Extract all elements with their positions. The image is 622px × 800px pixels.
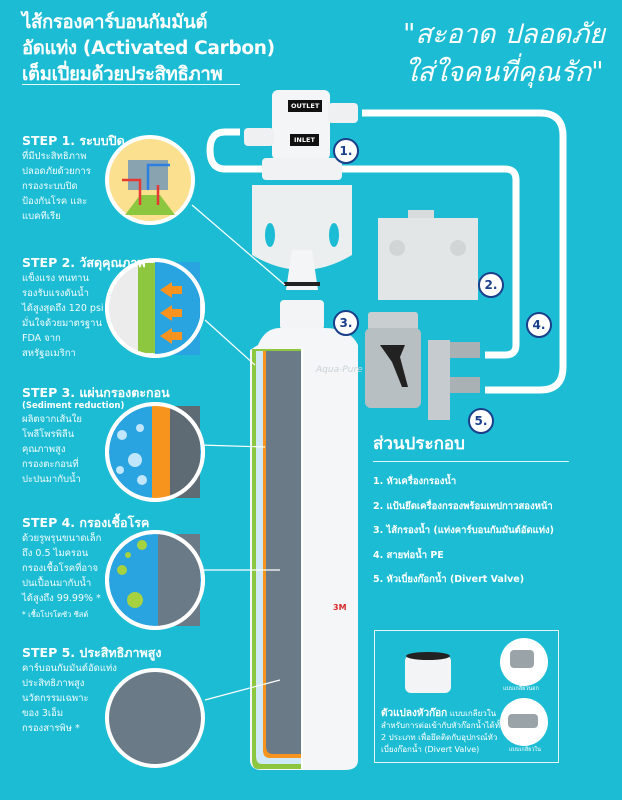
step-heading: STEP 2. วัสดุคุณภาพ <box>22 255 146 270</box>
inlet-label: INLET <box>290 134 319 146</box>
step-body: คาร์บอนกัมมันต์อัดแท่งประสิทธิภาพสูงนวัต… <box>22 663 117 734</box>
step4-germ-diagram <box>105 530 205 630</box>
badge-3: 3. <box>333 310 359 336</box>
parts-item: 1. หัวเครื่องกรองน้ำ <box>373 476 457 487</box>
title-line: ไส้กรองคาร์บอนกัมมันต์ <box>22 12 208 33</box>
badge-1: 1. <box>333 138 359 164</box>
step3-sediment-diagram <box>105 402 205 502</box>
step-subheading: (Sediment reduction) <box>22 401 125 411</box>
mounting-plate <box>378 210 478 300</box>
step5-carbon-diagram <box>105 668 205 768</box>
pointer-lines <box>191 204 286 701</box>
badge-4: 4. <box>526 312 552 338</box>
brand-label: Aqua-Pure <box>315 365 363 375</box>
title-line: อัดแท่ง (Activated Carbon) <box>22 38 275 59</box>
step-body: ผลิตจากเส้นใยโพลีโพรพิลีนคุณภาพสูงกรองตะ… <box>22 414 82 485</box>
pe-tubing <box>206 109 567 394</box>
step-4: STEP 4. กรองเชื้อโรค ด้วยรูพรุนขนาดเล็กถ… <box>22 515 152 621</box>
outlet-label: OUTLET <box>288 100 323 112</box>
adapter-images <box>405 638 548 746</box>
step2-material-diagram <box>105 258 205 358</box>
step-footnote: * เชื้อโปรโตซัว ซีสต์ <box>22 610 89 619</box>
slogan-line: "สะอาด ปลอดภัย <box>403 19 605 50</box>
step-heading: STEP 1. ระบบปิด <box>22 133 125 148</box>
filter-head <box>244 90 358 290</box>
parts-item: 3. ไส้กรองน้ำ (แท่งคาร์บอนกัมมันต์อัดแท่… <box>373 525 555 536</box>
3m-logo: 3M <box>333 603 347 612</box>
step-5: STEP 5. ประสิทธิภาพสูง คาร์บอนกัมมันต์อั… <box>22 645 162 736</box>
parts-item: 2. แป้นยึดเครื่องกรองพร้อมเทปกาวสองหน้า <box>373 500 553 512</box>
parts-item: 5. หัวเบี่ยงก๊อกน้ำ (Divert Valve) <box>373 574 525 585</box>
parts-list: ส่วนประกอบ 1. หัวเครื่องกรองน้ำ 2. แป้นย… <box>373 430 593 593</box>
caption-outer-thread: แบบเกลียวนอก <box>503 686 539 692</box>
step1-closed-system-diagram <box>105 135 195 225</box>
adapter-description: ตัวแปลงหัวก๊อก แบบเกลียวใน สำหรับการต่อเ… <box>381 708 504 754</box>
parts-item: 4. สายท่อน้ำ PE <box>373 549 444 561</box>
slogan: "สะอาด ปลอดภัย ใส่ใจคนที่คุณรัก" <box>390 16 618 92</box>
step-heading: STEP 5. ประสิทธิภาพสูง <box>22 645 162 660</box>
parts-heading: ส่วนประกอบ <box>373 430 569 462</box>
step-1: STEP 1. ระบบปิด ที่มีประสิทธิภาพปลอดภัยด… <box>22 133 152 224</box>
faucet-adapter-box: ตัวแปลงหัวก๊อก แบบเกลียวใน สำหรับการต่อเ… <box>374 630 559 763</box>
step-body: ด้วยรูพรุนขนาดเล็กถึง 0.5 ไมครอนกรองเชื้… <box>22 533 102 604</box>
divert-valve <box>365 312 480 420</box>
title-line: เต็มเปี่ยมด้วยประสิทธิภาพ <box>22 64 223 85</box>
step-2: STEP 2. วัสดุคุณภาพ แข็งแรง ทนทานรองรับแ… <box>22 255 152 361</box>
slogan-line: ใส่ใจคนที่คุณรัก" <box>404 57 604 88</box>
step-heading: STEP 3. แผ่นกรองตะกอน <box>22 385 170 400</box>
title-divider <box>22 84 240 85</box>
filter-cartridge <box>250 300 358 770</box>
badge-5: 5. <box>468 408 494 434</box>
badge-2: 2. <box>478 272 504 298</box>
step-heading: STEP 4. กรองเชื้อโรค <box>22 515 150 530</box>
step-body: แข็งแรง ทนทานรองรับแรงดันน้ำได้สูงสุดถึง… <box>22 273 104 359</box>
step-body: ที่มีประสิทธิภาพปลอดภัยด้วยการกรองระบบปิ… <box>22 151 91 222</box>
page-title: ไส้กรองคาร์บอนกัมมันต์ อัดแท่ง (Activate… <box>22 10 275 88</box>
step-3: STEP 3. แผ่นกรองตะกอน (Sediment reductio… <box>22 385 170 487</box>
adapter-title: ตัวแปลงหัวก๊อก <box>381 708 448 719</box>
caption-inner-thread: แบบเกลียวใน <box>509 747 541 753</box>
